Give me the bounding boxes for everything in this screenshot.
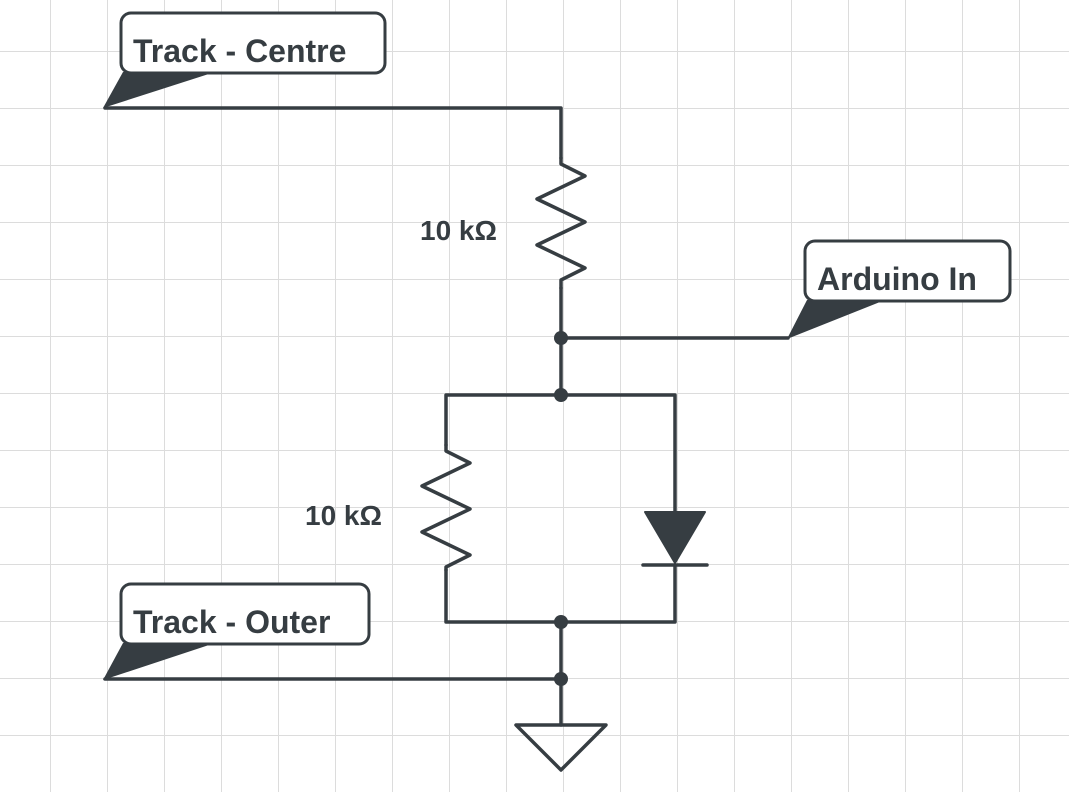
label-arduino-in-text: Arduino In [817,261,977,297]
diode-triangle [644,511,706,564]
label-box [119,582,371,646]
junctions [554,331,568,686]
label-arduino-in: Arduino In [787,239,1012,339]
wire-parallel-bottom [444,563,677,624]
label-pointer [103,643,215,680]
junction-dot [554,331,568,345]
resistor-top [535,156,587,290]
label-box [119,11,387,75]
label-pointer [103,72,215,108]
resistor-top-value: 10 kΩ [420,215,497,246]
wire-parallel-top [444,393,677,514]
junction-dot [554,615,568,629]
resistor-bottom [420,443,472,572]
junction-dot [554,388,568,402]
ground-symbol [514,723,608,772]
resistor-bottom-value: 10 kΩ [305,500,382,531]
label-track-centre: Track - Centre [103,11,387,108]
label-pointer [787,300,885,339]
wire-track-centre [103,106,563,160]
label-track-centre-text: Track - Centre [133,33,346,69]
diode [641,511,709,567]
label-box [803,239,1012,303]
junction-dot [554,672,568,686]
label-track-outer: Track - Outer [103,582,371,680]
label-track-outer-text: Track - Outer [133,604,330,640]
